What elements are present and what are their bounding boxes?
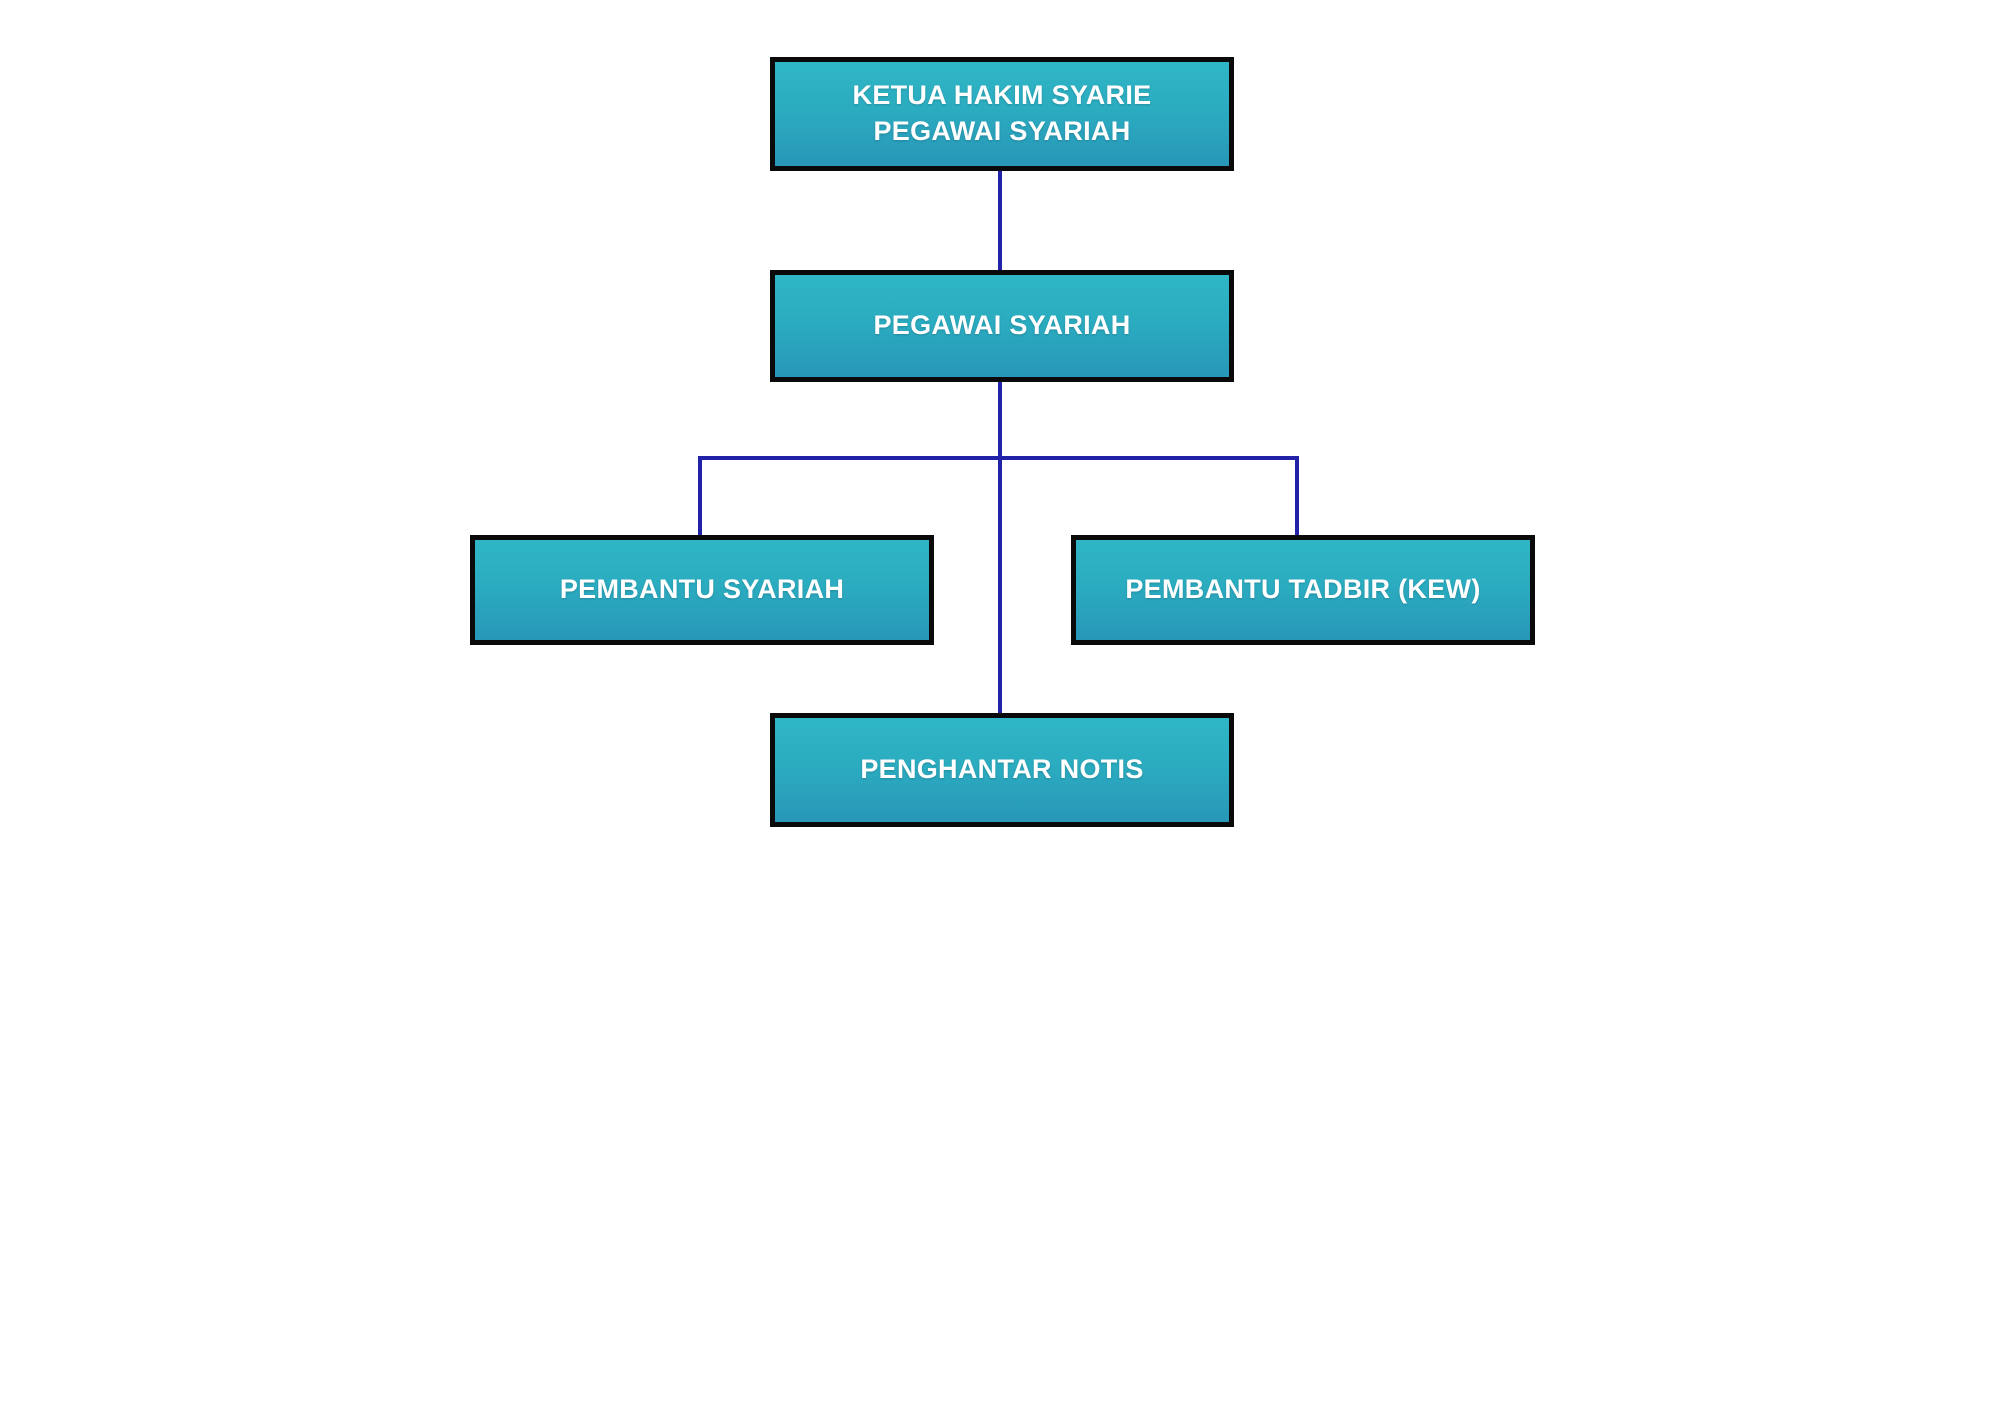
node-ketua-hakim-syarie: KETUA HAKIM SYARIE PEGAWAI SYARIAH xyxy=(770,57,1234,171)
connector-horizontal-branch xyxy=(698,456,1299,460)
connector-root-to-level2 xyxy=(998,171,1002,270)
node-pembantu-tadbir-kew: PEMBANTU TADBIR (KEW) xyxy=(1071,535,1535,645)
node-pembantu-syariah: PEMBANTU SYARIAH xyxy=(470,535,934,645)
connector-drop-right xyxy=(1295,456,1299,535)
node-penghantar-notis: PENGHANTAR NOTIS xyxy=(770,713,1234,827)
connector-drop-left xyxy=(698,456,702,535)
connector-level2-to-bottom xyxy=(998,382,1002,713)
node-pegawai-syariah: PEGAWAI SYARIAH xyxy=(770,270,1234,382)
